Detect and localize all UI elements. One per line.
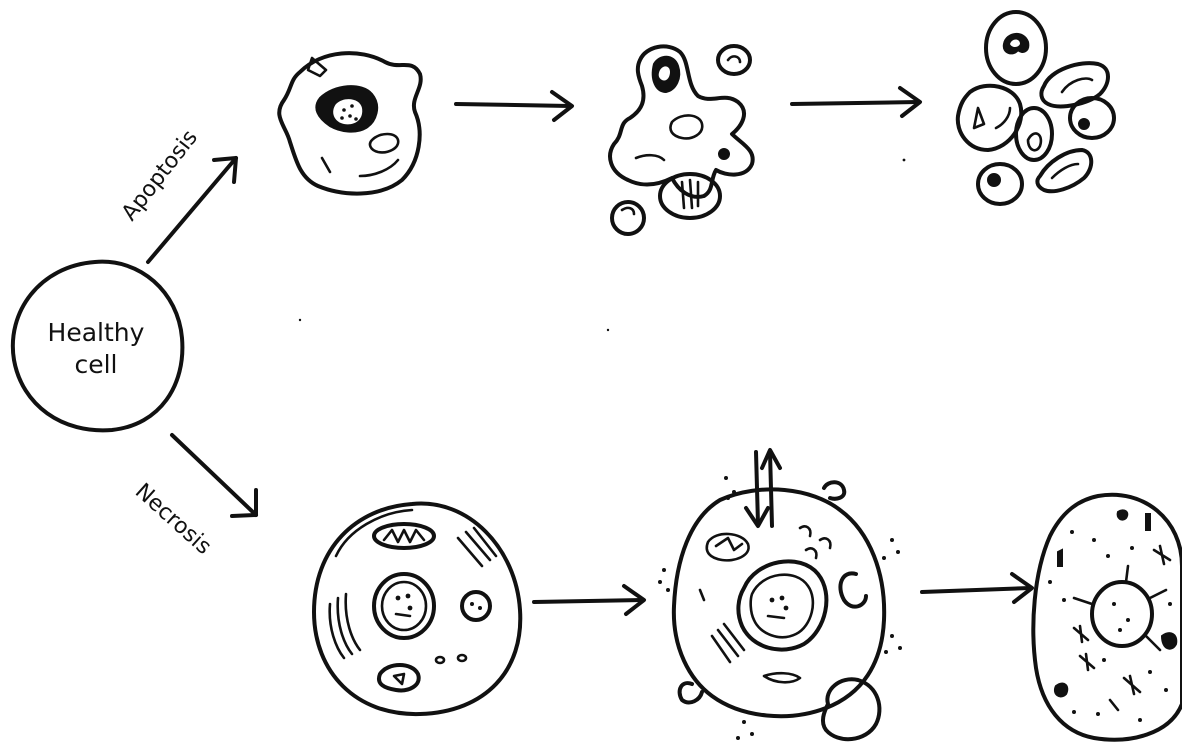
healthy-cell: Healthy cell (13, 262, 183, 431)
apoptosis-stage1-cell (279, 53, 420, 193)
apoptosis-stage3-bodies (958, 12, 1114, 204)
necrosis-stage3-cell (1033, 495, 1182, 740)
necrosis-arrow-1 (534, 586, 644, 614)
healthy-cell-label-line1: Healthy (48, 318, 145, 347)
necrosis-label: Necrosis (130, 479, 216, 560)
healthy-cell-label-line2: cell (74, 350, 117, 379)
apoptosis-stage2-cell (610, 46, 753, 234)
apoptosis-arrow-2 (792, 88, 920, 116)
necrosis-stage2-cell (658, 450, 902, 740)
necrosis-arrow-2 (922, 574, 1032, 602)
necrosis-stage1-cell (314, 504, 520, 715)
apoptosis-arrow-1 (456, 92, 572, 120)
necrosis-branch-arrow (172, 435, 256, 516)
